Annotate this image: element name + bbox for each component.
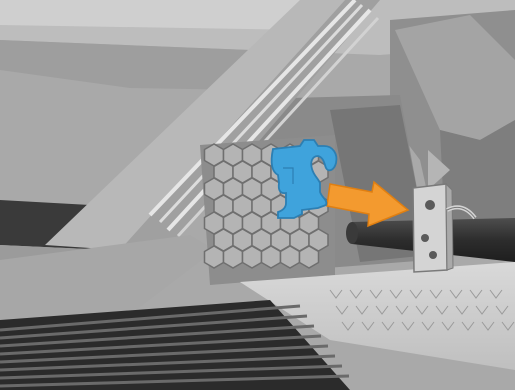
hex-cell <box>243 246 262 268</box>
hex-cell <box>281 246 300 268</box>
hex-cell <box>224 246 243 268</box>
hex-cell <box>205 246 224 268</box>
rod-end <box>346 222 358 244</box>
upper-highlight <box>0 0 320 30</box>
hex-cell <box>262 246 281 268</box>
hex-cell <box>300 246 319 268</box>
